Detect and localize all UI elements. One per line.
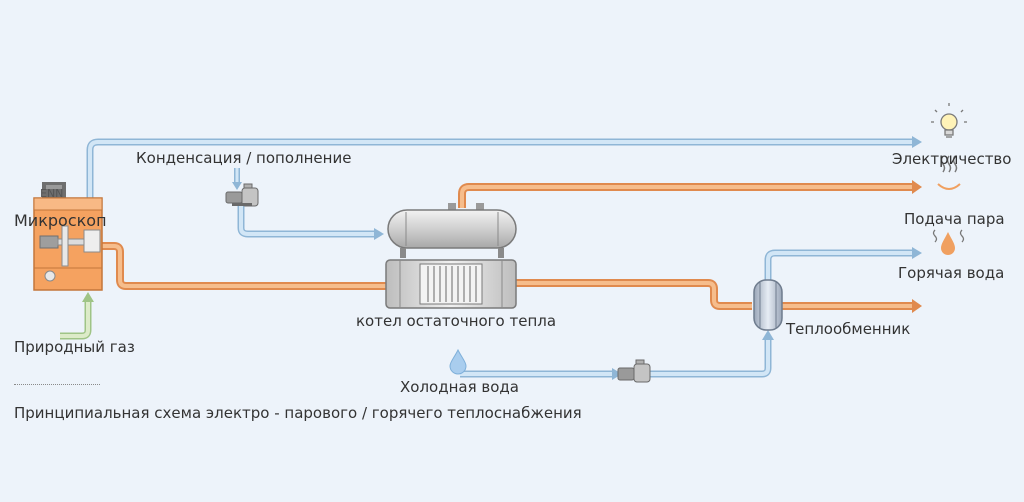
- cold-water-pipe: [460, 330, 774, 380]
- steam-drum: [387, 203, 517, 258]
- caption-divider: [14, 384, 100, 385]
- condensate-pipe: [232, 168, 384, 240]
- hot-water-pipe: [764, 247, 922, 282]
- cold-water-pump: [617, 359, 651, 383]
- steam-icon: [937, 155, 961, 190]
- engine-brand-label: ENN: [40, 187, 64, 200]
- diagram-caption: Принципиальная схема электро - парового …: [14, 404, 582, 422]
- heat-exchanger-label: Теплообменник: [786, 320, 911, 338]
- heat-exchanger: [753, 279, 783, 331]
- hot-water-label: Горячая вода: [898, 264, 1005, 282]
- steam-supply-label: Подача пара: [904, 210, 1005, 228]
- flue-gas-pipe: [100, 242, 922, 313]
- natural-gas-pipe: [60, 292, 94, 340]
- engine-label: Микроскоп: [14, 211, 107, 230]
- hot-water-drop-icon: [932, 229, 965, 255]
- natural-gas-label: Природный газ: [14, 338, 135, 356]
- electricity-label: Электричество: [892, 150, 1012, 168]
- cold-water-label: Холодная вода: [400, 378, 519, 396]
- lightbulb-icon: [931, 103, 967, 138]
- condensate-label: Конденсация / пополнение: [136, 149, 352, 167]
- waste-heat-boiler: [385, 259, 517, 309]
- steam-pipe: [458, 180, 922, 208]
- waste-heat-boiler-label: котел остаточного тепла: [356, 312, 557, 330]
- gas-engine: [33, 182, 103, 291]
- electricity-pipe: [86, 136, 922, 202]
- water-drop-icon: [449, 348, 467, 375]
- condensate-pump: [225, 183, 259, 207]
